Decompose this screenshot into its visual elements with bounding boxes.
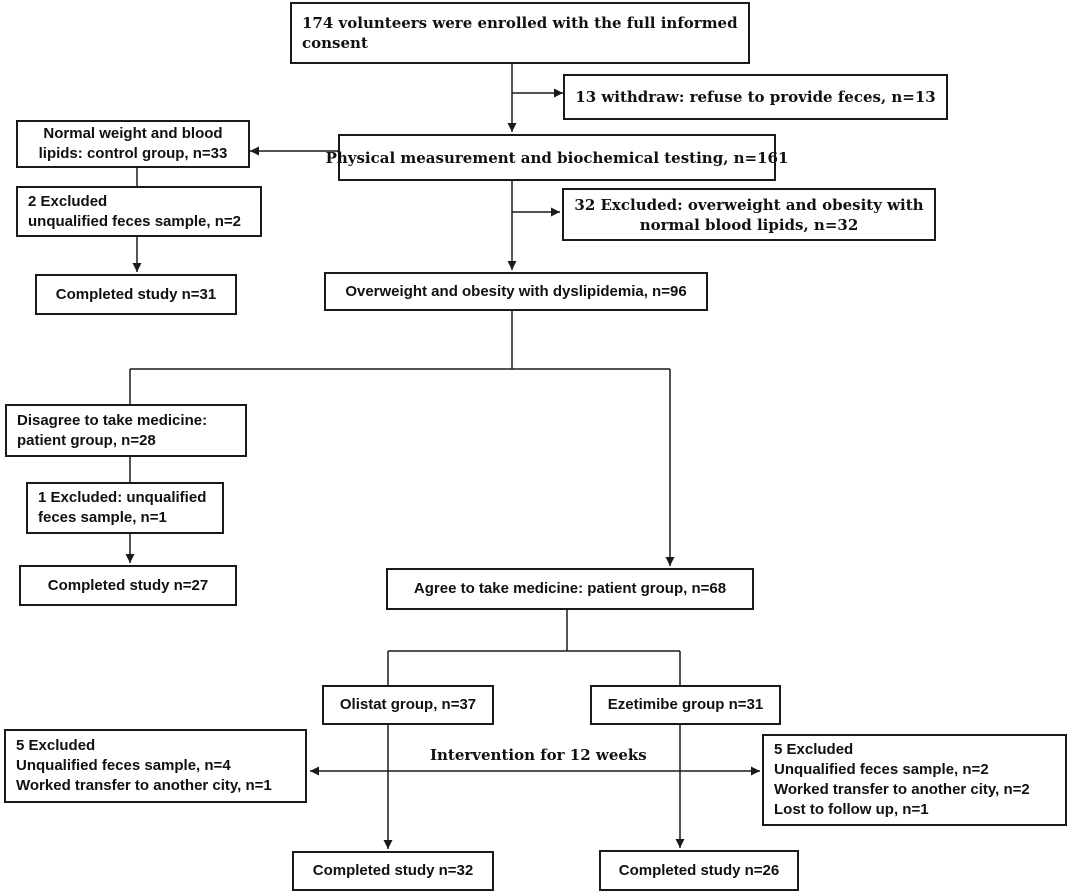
box-text-line: Worked transfer to another city, n=1 <box>16 777 272 794</box>
ezetimibe-group-box: Ezetimibe group n=31 <box>590 685 781 725</box>
disagree-box: Disagree to take medicine: patient group,… <box>5 404 247 457</box>
box-text-line: patient group, n=28 <box>17 431 156 449</box>
box-text-line: lipids: control group, n=33 <box>38 145 228 162</box>
box-text-line: Unqualified feces sample, n=4 <box>16 757 231 774</box>
box-text-line: Completed study n=31 <box>55 285 217 303</box>
box-text-line: Worked transfer to another city, n=2 <box>774 781 1030 798</box>
intervention-label: Intervention for 12 weeks <box>430 746 647 764</box>
box-text-line: 5 Excluded <box>16 737 96 754</box>
box-text-line: Completed study n=27 <box>47 576 209 594</box>
control-group-box: Normal weight and blood lipids: control g… <box>16 120 250 168</box>
control-completed-box: Completed study n=31 <box>35 274 237 315</box>
excluded-32-box: 32 Excluded: overweight and obesity with… <box>562 188 936 241</box>
box-text-line: normal blood lipids, n=32 <box>639 215 859 234</box>
control-excluded-box: 2 Excluded unqualified feces sample, n=2 <box>16 186 262 237</box>
box-text-line: 32 Excluded: overweight and obesity with <box>574 195 924 214</box>
olistat-group-box: Olistat group, n=37 <box>322 685 494 725</box>
box-text-line: Ezetimibe group n=31 <box>607 696 764 713</box>
box-text-line: 2 Excluded <box>28 192 108 210</box>
enrolled-box: 174 volunteers were enrolled with the fu… <box>290 2 750 64</box>
agree-box: Agree to take medicine: patient group, n… <box>386 568 754 610</box>
box-text-line: Completed study n=32 <box>312 862 474 879</box>
ezetimibe-completed-box: Completed study n=26 <box>599 850 799 891</box>
box-text-line: consent <box>302 34 368 52</box>
disagree-excluded-box: 1 Excluded: unqualified feces sample, n=1 <box>26 482 224 534</box>
withdraw-box: 13 withdraw: refuse to provide feces, n=… <box>563 74 948 120</box>
box-text-line: Completed study n=26 <box>618 861 780 879</box>
box-text-line: Unqualified feces sample, n=2 <box>774 761 989 778</box>
box-text-line: Overweight and obesity with dyslipidemia… <box>345 282 687 300</box>
box-text-line: Agree to take medicine: patient group, n… <box>413 580 727 597</box>
box-text-line: 174 volunteers were enrolled with the fu… <box>302 14 738 32</box>
box-text-line: Normal weight and blood <box>43 125 223 142</box>
box-text-line: 1 Excluded: unqualified <box>38 489 207 506</box>
box-text-line: Lost to follow up, n=1 <box>774 801 929 818</box>
dyslipidemia-box: Overweight and obesity with dyslipidemia… <box>324 272 708 311</box>
physical-measurement-box: Physical measurement and biochemical tes… <box>326 134 788 181</box>
box-text-line: feces sample, n=1 <box>38 509 167 526</box>
disagree-completed-box: Completed study n=27 <box>19 565 237 606</box>
box-text-line: unqualified feces sample, n=2 <box>28 212 241 230</box>
box-text-line: Olistat group, n=37 <box>339 696 477 713</box>
olistat-completed-box: Completed study n=32 <box>292 851 494 891</box>
box-text-line: Disagree to take medicine: <box>17 411 208 429</box>
box-text-line: 5 Excluded <box>774 741 854 758</box>
box-text-line: 13 withdraw: refuse to provide feces, n=… <box>575 88 936 106</box>
box-text-line: Physical measurement and biochemical tes… <box>325 148 789 167</box>
